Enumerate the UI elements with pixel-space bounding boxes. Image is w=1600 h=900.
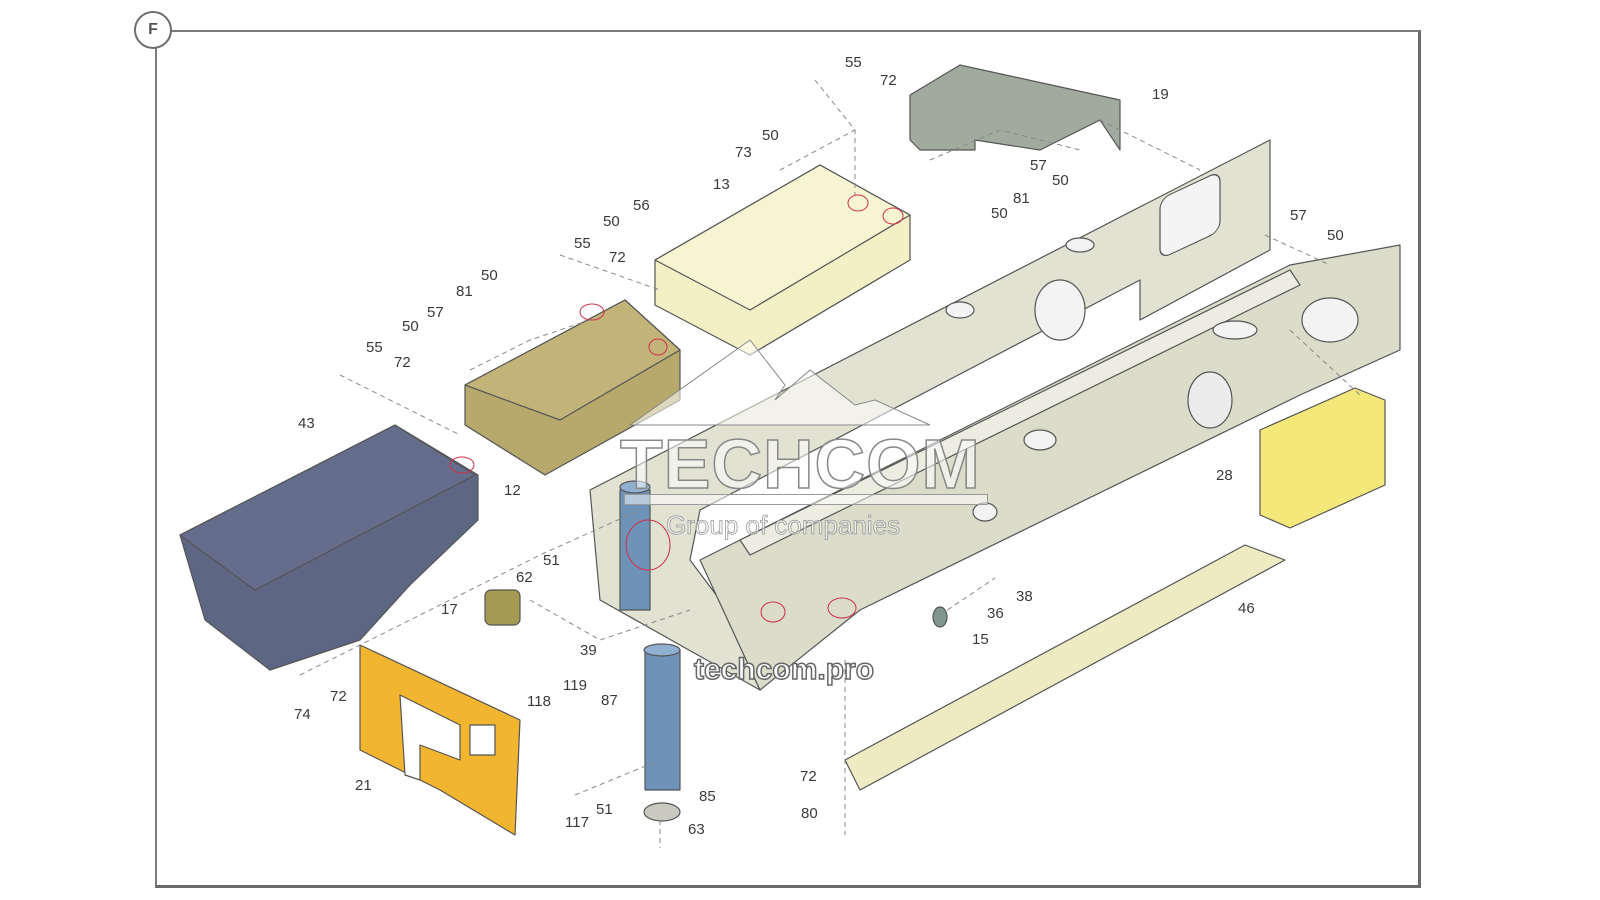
part-label: 73 [735, 144, 752, 161]
part-label: 46 [1238, 600, 1255, 617]
part-label: 19 [1152, 86, 1169, 103]
part-87-cylinder [644, 649, 681, 791]
part-label: 21 [355, 777, 372, 794]
chassis-rail [589, 139, 1271, 691]
part-15-cap [932, 606, 948, 628]
part-label: 55 [366, 339, 383, 356]
part-label: 57 [1030, 157, 1047, 174]
part-label: 28 [1216, 467, 1233, 484]
part-label: 55 [574, 235, 591, 252]
part-label: 72 [880, 72, 897, 89]
part-label: 72 [800, 768, 817, 785]
part-label: 50 [402, 318, 419, 335]
part-label: 72 [609, 249, 626, 266]
part-label: 50 [991, 205, 1008, 222]
part-label: 87 [601, 692, 618, 709]
part-label: 74 [294, 706, 311, 723]
part-label: 117 [565, 814, 589, 831]
part-label: 80 [801, 805, 818, 822]
part-label: 51 [543, 552, 560, 569]
part-label: 119 [563, 677, 587, 694]
part-label: 50 [603, 213, 620, 230]
part-label: 118 [527, 693, 551, 710]
part-label: 62 [516, 569, 533, 586]
part-19-bracket [909, 64, 1121, 151]
diagram-frame [155, 30, 1421, 888]
part-17-latch [484, 589, 521, 626]
part-label: 72 [394, 354, 411, 371]
part-label: 51 [596, 801, 613, 818]
part-46-rail [844, 544, 1286, 791]
part-label: 39 [580, 642, 597, 659]
part-28-box [1259, 387, 1386, 529]
section-badge: F [134, 11, 172, 49]
part-label: 12 [504, 482, 521, 499]
part-label: 55 [845, 54, 862, 71]
part-label: 43 [298, 415, 315, 432]
part-label: 63 [688, 821, 705, 838]
part-label: 50 [762, 127, 779, 144]
part-label: 38 [1016, 588, 1033, 605]
part-label: 13 [713, 176, 730, 193]
chassis-rail-lower [699, 244, 1401, 691]
part-label: 17 [441, 601, 458, 618]
part-label: 56 [633, 197, 650, 214]
part-label: 57 [1290, 207, 1307, 224]
part-label: 85 [699, 788, 716, 805]
chassis-top-flange [739, 269, 1301, 556]
part-label: 81 [456, 283, 473, 300]
part-label: 50 [481, 267, 498, 284]
part-label: 72 [330, 688, 347, 705]
part-label: 15 [972, 631, 989, 648]
part-label: 50 [1327, 227, 1344, 244]
part-label: 81 [1013, 190, 1030, 207]
part-label: 57 [427, 304, 444, 321]
part-label: 50 [1052, 172, 1069, 189]
part-label: 36 [987, 605, 1004, 622]
